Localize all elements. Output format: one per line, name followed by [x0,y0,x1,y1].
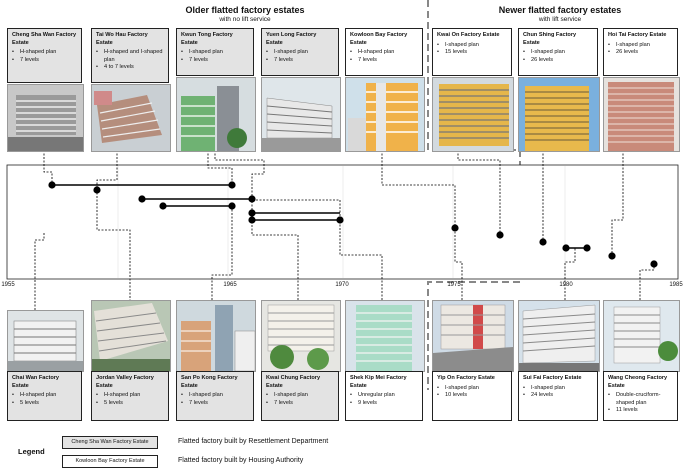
estate-card-chai-wan: Chai Wan Factory Estate H-shaped plan5 l… [7,371,82,421]
estate-name: San Po Kong Factory Estate [181,375,238,389]
estate-card-tai-wo-hau: Tai Wo Hau Factory Estate H-shaped and I… [91,28,169,83]
legend-rd-swatch: Cheng Sha Wan Factory Estate [62,436,158,449]
estate-card-chun-shing: Chun Shing Factory Estate I-shaped plan2… [518,28,598,76]
estate-detail: 7 levels [181,400,249,408]
estate-name: Kowloon Bay Factory Estate [350,32,408,46]
estate-name: Tai Wo Hau Factory Estate [96,32,148,46]
estate-name: Kwai Chung Factory Estate [266,375,321,389]
estate-detail: Double-cruciform-shaped plan [608,392,673,407]
photo-yuen-long [261,77,341,152]
estate-card-shek-kip-mei: Shek Kip Mei Factory Estate Unregular pl… [345,371,423,421]
legend-title: Legend [18,447,45,456]
photo-wang-cheong [603,300,680,372]
photo-san-po-kong [176,300,256,372]
bottom-connectors [34,190,655,310]
estate-name: Cheng Sha Wan Factory Estate [12,32,77,46]
estate-name: Chun Shing Factory Estate [523,32,577,46]
estate-detail: 11 levels [608,407,673,415]
estate-card-kwai-chung: Kwai Chung Factory Estate I-shaped plan7… [261,371,339,421]
estate-name: Kwai On Factory Estate [437,32,500,38]
estate-name: Yip On Factory Estate [437,375,495,381]
estate-card-san-po-kong: San Po Kong Factory Estate I-shaped plan… [176,371,254,421]
estate-detail: 15 levels [437,49,507,57]
estate-detail: I-shaped plan [181,392,249,400]
estate-detail: 7 levels [266,400,334,408]
photo-hoi-tai [603,77,680,152]
estate-detail: I-shaped plan [266,392,334,400]
estate-detail: H-shaped plan [350,49,418,57]
estate-detail: 7 levels [266,57,334,65]
estate-name: Jordan Valley Factory Estate [96,375,154,389]
estate-detail: 10 levels [437,392,507,400]
estate-card-yuen-long: Yuen Long Factory Estate I-shaped plan7 … [261,28,339,76]
photo-cheng-sha-wan [7,84,84,152]
older-group-title: Older flatted factory estates [185,5,305,15]
photo-yip-on [432,300,514,372]
estate-detail: 7 levels [12,57,77,65]
estate-detail: I-shaped plan [523,49,593,57]
estate-detail: 5 levels [96,400,164,408]
estate-detail: H-shaped plan [12,49,77,57]
tick-1975: 1975 [447,282,461,288]
photo-shek-kip-mei [345,300,425,372]
estate-detail: I-shaped plan [437,385,507,393]
estate-detail: I-shaped plan [181,49,249,57]
estate-card-kowloon-bay: Kowloon Bay Factory Estate H-shaped plan… [345,28,423,76]
photo-tai-wo-hau [91,84,171,152]
estate-name: Wang Cheong Factory Estate [608,375,668,389]
photo-sui-fai [518,300,600,372]
estate-name: Hoi Tai Factory Estate [608,32,667,38]
estate-detail: Unregular plan [350,392,418,400]
estate-detail: H-shaped plan [96,392,164,400]
estate-detail: 24 levels [523,392,593,400]
photo-kwai-chung [261,300,341,372]
estate-detail: I-shaped plan [608,42,673,50]
timeline-bars [48,181,658,268]
tick-1985: 1985 [669,282,683,288]
tick-1980: 1980 [559,282,573,288]
estate-card-kwun-tong: Kwun Tong Factory Estate I-shaped plan7 … [176,28,254,76]
top-connectors [43,150,624,256]
estate-detail: 7 levels [181,57,249,65]
tick-1965: 1965 [223,282,237,288]
estate-detail: 26 levels [608,49,673,57]
estate-name: Kwun Tong Factory Estate [181,32,233,46]
estate-detail: H-shaped and I-shaped plan [96,49,164,64]
tick-1970: 1970 [335,282,349,288]
estate-card-kwai-on: Kwai On Factory Estate I-shaped plan15 l… [432,28,512,76]
estate-card-yip-on: Yip On Factory Estate I-shaped plan10 le… [432,371,512,421]
estate-card-wang-cheong: Wang Cheong Factory Estate Double-crucif… [603,371,678,421]
estate-name: Sui Fai Factory Estate [523,375,582,381]
photo-jordan-valley [91,300,171,372]
estate-card-cheng-sha-wan: Cheng Sha Wan Factory Estate H-shaped pl… [7,28,82,83]
estate-detail: 7 levels [350,57,418,65]
legend-rd-text: Flatted factory built by Resettlement De… [178,438,329,445]
photo-chai-wan [7,310,84,372]
estate-detail: 9 levels [350,400,418,408]
legend-ha-text: Flatted factory built by Housing Authori… [178,457,304,464]
older-group-subtitle: with no lift service [219,16,271,23]
legend-ha-swatch: Kowloon Bay Factory Estate [62,455,158,468]
photo-kwai-on [432,77,514,152]
estate-detail: I-shaped plan [437,42,507,50]
estate-detail: 5 levels [12,400,77,408]
photo-kowloon-bay [345,77,425,152]
photo-chun-shing [518,77,600,152]
estate-card-jordan-valley: Jordan Valley Factory Estate H-shaped pl… [91,371,169,421]
estate-card-hoi-tai: Hoi Tai Factory Estate I-shaped plan26 l… [603,28,678,76]
estate-card-sui-fai: Sui Fai Factory Estate I-shaped plan24 l… [518,371,598,421]
estate-detail: 26 levels [523,57,593,65]
estate-name: Shek Kip Mei Factory Estate [350,375,407,389]
tick-1955: 1955 [1,282,15,288]
newer-group-subtitle: with lift service [538,16,582,23]
photo-kwun-tong [176,77,256,152]
estate-name: Yuen Long Factory Estate [266,32,317,46]
estate-detail: I-shaped plan [266,49,334,57]
estate-detail: I-shaped plan [523,385,593,393]
newer-group-title: Newer flatted factory estates [498,5,622,15]
estate-detail: 4 to 7 levels [96,64,164,72]
estate-name: Chai Wan Factory Estate [12,375,60,389]
estate-detail: H-shaped plan [12,392,77,400]
